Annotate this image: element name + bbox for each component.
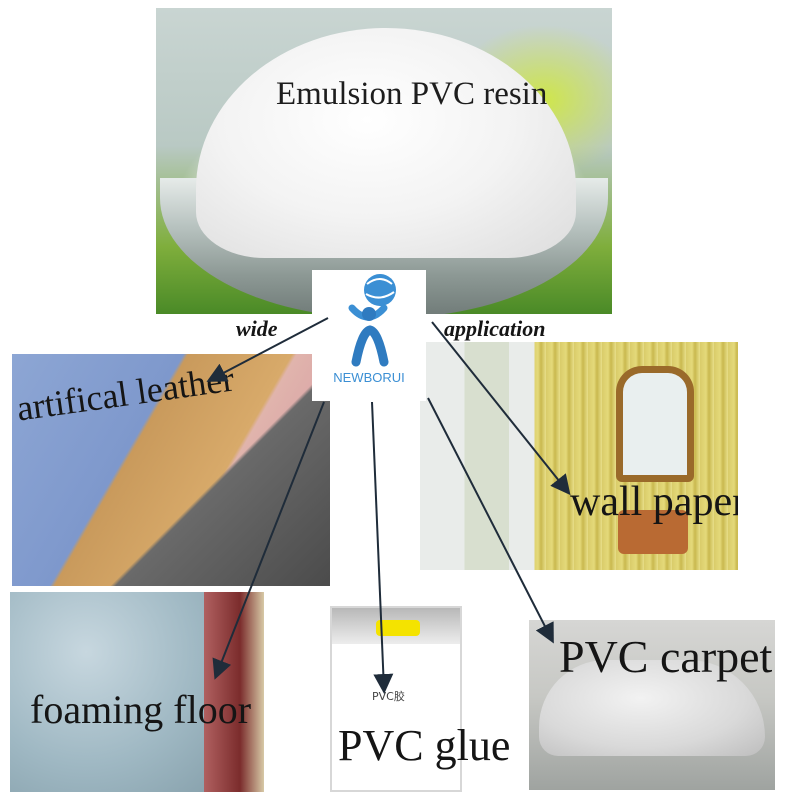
leaf-decoration: [606, 8, 612, 84]
hero-image-pvc-powder: Emulsion PVC resin: [156, 8, 612, 314]
pvc-glue-label: PVC glue: [338, 721, 511, 770]
artificial-leather-label: artifical leather: [14, 358, 237, 429]
foaming-floor-label: foaming floor: [30, 687, 252, 732]
globe-person-logo-icon: [348, 274, 396, 367]
pvc-carpet-image: PVC carpet: [529, 620, 775, 790]
wall-paper-image: wall paper: [420, 342, 738, 570]
foaming-floor-image: foaming floor: [10, 592, 264, 792]
covered-car: [539, 660, 765, 756]
can-label: PVC胶: [372, 690, 405, 703]
pvc-carpet-label: PVC carpet: [559, 631, 773, 682]
application-label: application: [444, 316, 546, 341]
hero-title: Emulsion PVC resin: [276, 76, 548, 112]
white-powder-pile: [196, 28, 576, 258]
newborui-logo: NEWBORUI: [312, 270, 426, 401]
wall-paper-label: wall paper: [570, 479, 738, 525]
mirror: [616, 366, 694, 482]
brand-text: NEWBORUI: [333, 370, 405, 385]
chair: [618, 510, 688, 554]
can-cap: [376, 620, 420, 636]
wide-label: wide: [236, 316, 278, 341]
artificial-leather-image: artifical leather: [12, 354, 330, 586]
